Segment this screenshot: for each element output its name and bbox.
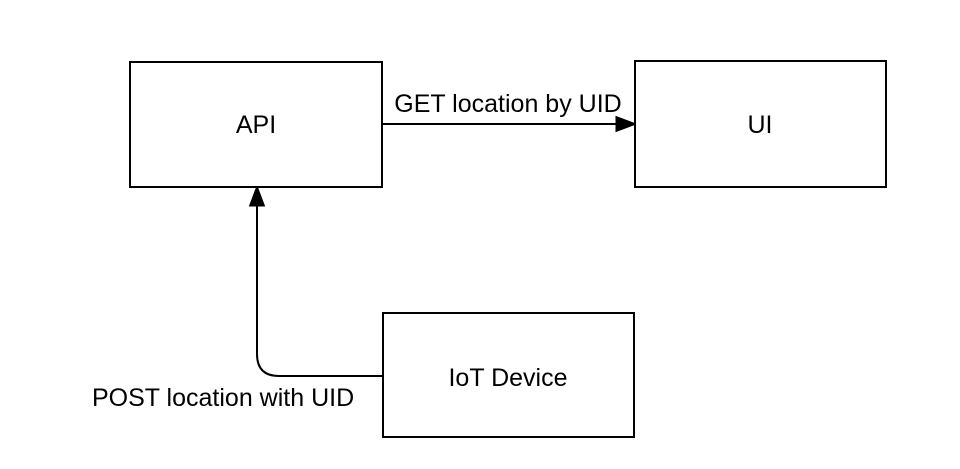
- iot-device-node: [382, 312, 635, 438]
- ui-node-label: UI: [748, 111, 773, 139]
- post-edge-line: [256, 205, 383, 377]
- post-edge-label: POST location with UID: [92, 384, 354, 412]
- post-edge-arrowhead-icon: [248, 184, 266, 207]
- api-node-label: API: [236, 111, 276, 139]
- get-edge-arrowhead-icon: [615, 115, 638, 133]
- ui-node: [634, 60, 887, 188]
- get-edge-label: GET location by UID: [394, 90, 621, 118]
- iot-device-node-label: IoT Device: [448, 364, 567, 392]
- api-node: [129, 61, 383, 188]
